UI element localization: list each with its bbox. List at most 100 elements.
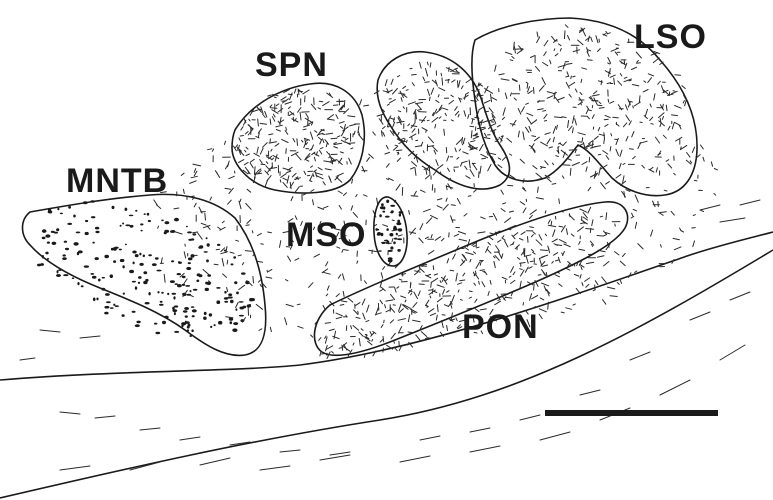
cell-dot [399, 213, 401, 216]
fiber-stroke [473, 246, 476, 247]
cell-dot [122, 223, 124, 225]
cell-dot [167, 293, 169, 295]
fiber-stroke [527, 84, 528, 89]
cell-dot [84, 265, 89, 267]
cell-dot [83, 201, 88, 204]
fiber-stroke [471, 131, 472, 138]
cell-dot [90, 273, 94, 275]
fiber-stroke [544, 121, 546, 122]
cell-dot [206, 237, 208, 239]
cell-dot [378, 250, 381, 252]
cell-dot [138, 282, 140, 284]
fiber-stroke [398, 152, 399, 155]
fiber-stroke [494, 131, 495, 135]
cell-dot [393, 241, 396, 244]
cell-dot [235, 308, 237, 311]
fiber-stroke [433, 266, 434, 270]
fiber-stroke [396, 150, 402, 151]
fiber-stroke [410, 282, 411, 288]
cell-dot [161, 220, 164, 222]
fiber-stroke [254, 167, 255, 175]
cell-dot [148, 254, 152, 256]
cell-dot [96, 298, 98, 301]
fiber-stroke [322, 353, 328, 354]
fiber-stroke [562, 165, 570, 166]
cell-dot [105, 293, 110, 296]
cell-dot [62, 254, 65, 256]
fiber-stroke [611, 134, 612, 136]
cell-dot [379, 214, 382, 217]
cell-dot [386, 228, 388, 231]
cell-dot [394, 238, 397, 240]
cell-dot [396, 233, 398, 236]
cell-dot [47, 242, 50, 244]
cell-dot [129, 215, 134, 217]
label-lso: LSO [634, 18, 707, 56]
cell-dot [68, 206, 71, 209]
cell-dot [210, 326, 212, 328]
cell-dot [190, 290, 192, 292]
cell-dot [185, 315, 188, 317]
cell-dot [192, 309, 197, 312]
fiber-stroke [252, 231, 253, 233]
fiber-stroke [564, 31, 565, 39]
fiber-stroke [423, 151, 424, 153]
fiber-stroke [666, 105, 667, 111]
cell-dot [209, 313, 212, 316]
fiber-stroke [534, 88, 535, 94]
cell-dot [192, 233, 196, 235]
cell-dot [230, 321, 233, 324]
cell-dot [139, 253, 141, 256]
fiber-stroke [534, 284, 535, 290]
fiber-stroke [559, 199, 560, 204]
fiber-stroke [383, 336, 384, 341]
cell-dot [125, 208, 128, 211]
cell-dot [207, 243, 210, 246]
cell-dot [174, 305, 178, 307]
fiber-stroke [395, 145, 397, 146]
cell-dot [51, 231, 55, 233]
cell-dot [397, 249, 401, 252]
cell-dot [214, 324, 216, 326]
cell-dot [72, 277, 74, 279]
fiber-stroke [475, 271, 476, 274]
cell-dot [132, 281, 136, 283]
fiber-stroke [599, 108, 604, 109]
fiber-stroke [571, 76, 572, 79]
cell-dot [231, 263, 234, 265]
fiber-stroke [554, 117, 562, 118]
cell-dot [191, 254, 195, 258]
fiber-stroke [348, 143, 355, 144]
fiber-stroke [412, 137, 413, 139]
fiber-stroke [600, 216, 602, 217]
fiber-stroke [608, 99, 609, 102]
fiber-stroke [461, 300, 463, 301]
cell-dot [239, 301, 244, 303]
cell-dot [42, 229, 47, 233]
fiber-stroke [383, 348, 384, 352]
cell-dot [135, 286, 137, 289]
fiber-stroke [393, 305, 395, 306]
cell-dot [56, 274, 61, 277]
cell-dot [184, 307, 189, 310]
fiber-stroke [333, 105, 338, 106]
fiber-stroke [268, 232, 272, 233]
fiber-stroke [382, 131, 383, 136]
cell-dot [161, 292, 164, 294]
fiber-stroke [246, 225, 249, 226]
cell-dot [187, 329, 190, 331]
cell-dot [143, 271, 147, 274]
fiber-stroke [510, 60, 513, 61]
cell-dot [58, 269, 62, 271]
cell-dot [398, 228, 402, 231]
fiber-stroke [660, 212, 666, 213]
cell-dot [136, 321, 140, 324]
fiber-stroke [407, 140, 408, 142]
cell-dot [196, 280, 199, 283]
fiber-stroke [268, 151, 269, 156]
cell-dot [232, 328, 237, 332]
fiber-stroke [630, 149, 634, 150]
label-mntb: MNTB [66, 162, 168, 200]
cell-dot [122, 314, 125, 317]
